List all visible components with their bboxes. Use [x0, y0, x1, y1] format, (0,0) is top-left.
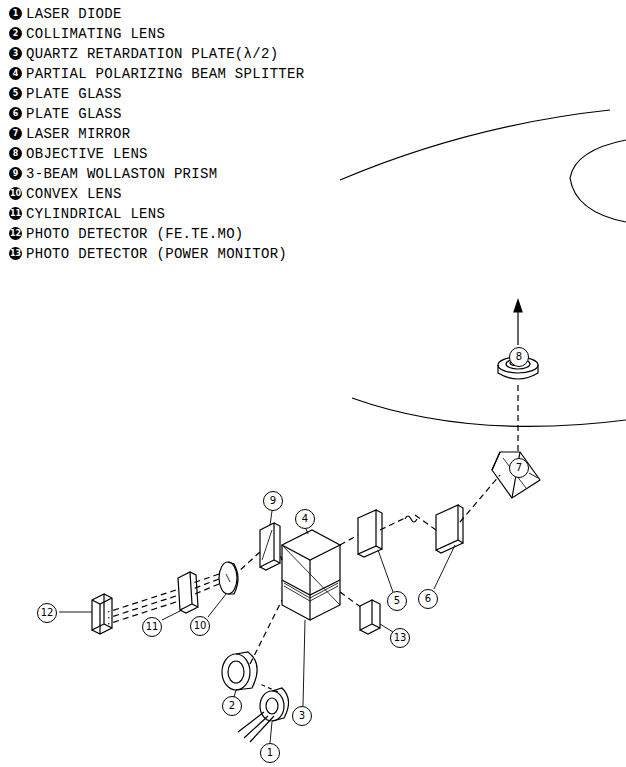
beam	[460, 475, 500, 522]
collimating-lens	[222, 652, 257, 690]
laser-diode	[238, 688, 289, 742]
part-name: QUARTZ RETARDATION PLATE(λ/2)	[26, 46, 278, 62]
part-name: LASER MIRROR	[26, 126, 130, 142]
list-number: 2	[9, 27, 22, 40]
callout-number: 3	[292, 706, 312, 726]
callout-number: 9	[263, 491, 283, 511]
disc-arc	[352, 398, 626, 426]
beam	[415, 515, 436, 530]
disc-hub-arc	[570, 140, 626, 222]
beam	[340, 592, 362, 608]
leader-line	[59, 362, 538, 743]
list-number: 11	[9, 207, 22, 220]
arrow-head	[514, 300, 522, 312]
list-number: 7	[9, 127, 22, 140]
callout-number: 12	[37, 603, 57, 623]
part-name: PLATE GLASS	[26, 106, 122, 122]
cylindrical-lens	[178, 572, 198, 613]
photo-detector	[92, 594, 112, 634]
callout-number: 7	[509, 458, 529, 478]
part-name: CYLINDRICAL LENS	[26, 206, 165, 222]
part-name: PHOTO DETECTOR (POWER MONITOR)	[26, 246, 287, 262]
part-name: COLLIMATING LENS	[26, 26, 165, 42]
list-number: 8	[9, 147, 22, 160]
list-number: 13	[9, 247, 22, 260]
convex-lens	[219, 562, 238, 594]
callout-number: 1	[260, 743, 280, 763]
beam-splitter-cube	[282, 530, 340, 620]
beam	[238, 552, 260, 572]
callout-number: 5	[387, 591, 407, 611]
list-number: 6	[9, 107, 22, 120]
break-mark	[405, 516, 417, 522]
part-name: PHOTO DETECTOR (FE.TE.MO)	[26, 226, 244, 242]
list-number: 3	[9, 47, 22, 60]
part-name: CONVEX LENS	[26, 186, 122, 202]
callout-number: 8	[509, 347, 529, 367]
list-number: 5	[9, 87, 22, 100]
part-name: PLATE GLASS	[26, 86, 122, 102]
beam	[517, 385, 518, 455]
part-name: 3-BEAM WOLLASTON PRISM	[26, 166, 217, 182]
callout-number: 13	[390, 628, 410, 648]
beam	[380, 518, 405, 530]
callout-number: 6	[418, 589, 438, 609]
power-monitor-detector	[360, 600, 380, 634]
disc-arc	[340, 110, 610, 180]
part-name: LASER DIODE	[26, 6, 122, 22]
wollaston-prism	[260, 523, 280, 570]
list-number: 9	[9, 167, 22, 180]
part-name: PARTIAL POLARIZING BEAM SPLITTER	[26, 66, 304, 82]
callout-number: 10	[190, 616, 210, 636]
callout-number: 4	[295, 509, 315, 529]
callout-number: 11	[142, 617, 162, 637]
list-number: 12	[9, 227, 22, 240]
plate-glass	[436, 505, 463, 553]
beam	[250, 600, 282, 664]
list-number: 1	[9, 7, 22, 20]
part-name: OBJECTIVE LENS	[26, 146, 148, 162]
laser-mirror	[492, 452, 540, 498]
list-number: 10	[9, 187, 22, 200]
callout-number: 2	[222, 696, 242, 716]
list-number: 4	[9, 67, 22, 80]
